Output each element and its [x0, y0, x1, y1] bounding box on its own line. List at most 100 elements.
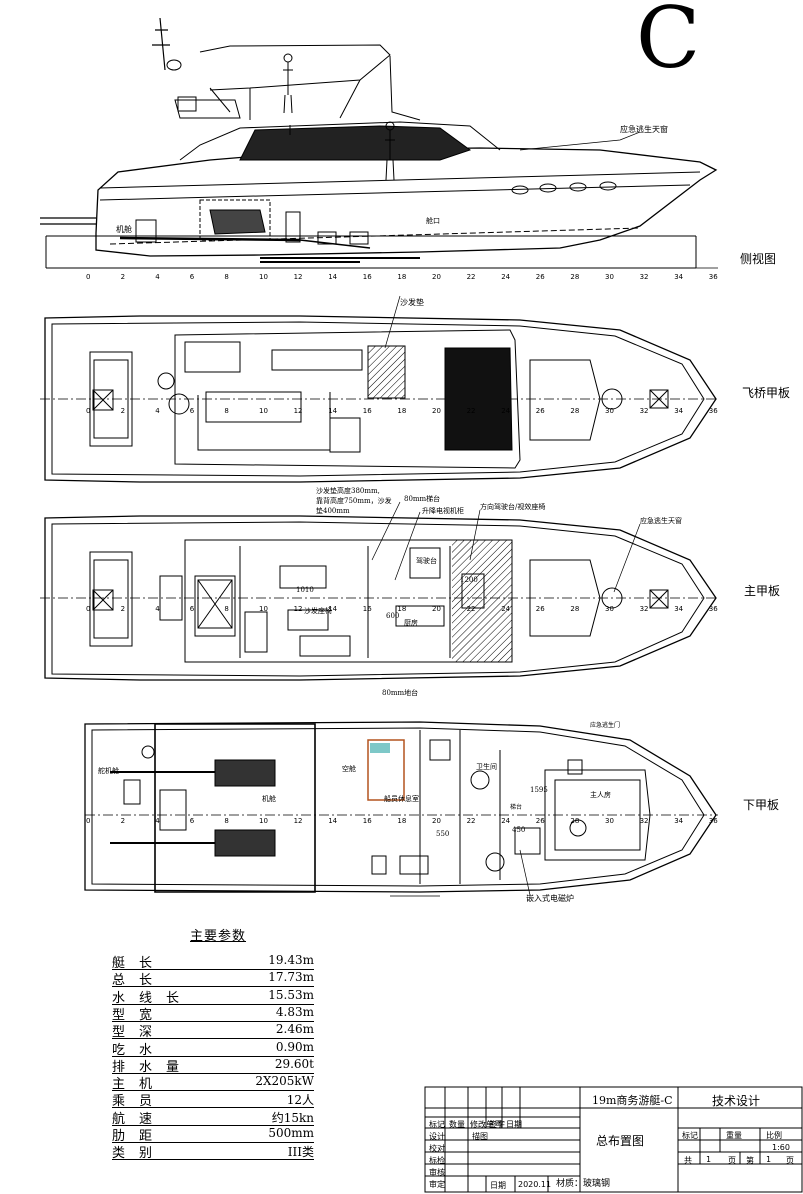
station-number: 2 [120, 605, 126, 613]
param-row: 航速约15kn [112, 1108, 314, 1127]
station-number: 10 [259, 605, 268, 613]
dim-lower-550: 550 [436, 830, 450, 838]
note-main-helm: 方向驾驶台/视效座椅 [480, 503, 546, 511]
param-value: 19.43m [268, 953, 314, 967]
station-number: 16 [362, 817, 372, 825]
tb-page-no: 1 [766, 1155, 772, 1164]
params-title: 主要参数 [190, 929, 247, 944]
station-number: 8 [224, 817, 229, 825]
station-number: 12 [293, 605, 303, 613]
tb-total-label: 共 [684, 1156, 692, 1165]
view-label-flybridge: 飞桥甲板 [742, 386, 791, 400]
dim-main-1010: 1010 [296, 586, 314, 594]
note-main-lift-tv: 升降电视机柜 [422, 507, 464, 515]
tb-revision-header: 数量 [449, 1120, 465, 1129]
station-number: 34 [674, 407, 684, 415]
station-number: 10 [259, 273, 268, 281]
station-number: 8 [224, 407, 229, 415]
tb-stage: 技术设计 [712, 1094, 761, 1108]
station-number: 32 [639, 407, 649, 415]
note-lower-steering: 舵机舱 [98, 767, 119, 775]
station-number: 34 [674, 817, 684, 825]
station-number: 22 [466, 817, 476, 825]
station-number: 0 [86, 273, 91, 281]
dim-lower-1595: 1595 [530, 786, 548, 794]
station-number: 20 [432, 407, 441, 415]
station-number: 26 [535, 817, 545, 825]
station-scales [40, 267, 718, 816]
tb-mark-label: 标记 [682, 1131, 698, 1140]
tb-project: 19m商务游艇-C [592, 1094, 673, 1107]
note-main-sofa-1: 沙发垫高度380mm, [316, 487, 380, 495]
station-number: 24 [501, 407, 511, 415]
note-lower-master: 主人房 [590, 791, 611, 799]
param-row: 肋距 500mm [112, 1125, 314, 1144]
station-number: 12 [293, 817, 303, 825]
tb-revision-header: 签字 [489, 1120, 505, 1129]
dim-lower-450: 450 [512, 826, 526, 834]
note-main-sofa-2: 靠背高度750mm，沙发 [316, 497, 392, 505]
tb-drawn-by-label: 描图 [472, 1132, 488, 1141]
station-number: 28 [570, 605, 580, 613]
tb-page-suffix: 页 [786, 1156, 794, 1165]
station-number: 22 [466, 407, 476, 415]
tb-role: 校对 [429, 1144, 445, 1153]
station-number: 30 [605, 605, 614, 613]
station-number: 8 [224, 605, 229, 613]
tb-total-sheets: 1 [706, 1155, 712, 1164]
tb-material: 材质：玻璃钢 [556, 1179, 611, 1189]
param-value: 0.90m [275, 1039, 314, 1054]
station-number: 30 [605, 273, 614, 281]
station-number: 14 [328, 407, 338, 415]
tb-page-label: 第 [746, 1156, 754, 1165]
station-number: 34 [674, 605, 684, 613]
note-main-80-table: 80mm地台 [382, 689, 419, 697]
station-number: 18 [397, 273, 407, 281]
station-number: 12 [293, 273, 303, 281]
param-value: 4.83m [275, 1004, 314, 1019]
station-number: 2 [120, 273, 126, 281]
view-label-main-deck: 主甲板 [744, 584, 781, 598]
param-value: 500mm [268, 1126, 314, 1140]
tb-weight-label: 重量 [726, 1131, 742, 1140]
note-lower-bath: 卫生间 [476, 763, 497, 771]
tb-role: 标检 [429, 1156, 445, 1165]
param-value: 17.73m [268, 970, 314, 985]
station-number: 34 [674, 273, 684, 281]
note-side-engine: 机舱 [116, 225, 132, 234]
station-number: 4 [155, 817, 160, 825]
view-label-lower-deck: 下甲板 [743, 798, 780, 812]
station-number: 0 [86, 407, 91, 415]
param-value: 15.53m [268, 987, 314, 1002]
param-label: 肋距 [112, 1129, 167, 1144]
tb-role: 审定 [429, 1180, 445, 1189]
tb-scale-label: 比例 [766, 1131, 782, 1140]
note-main-pilot: 驾驶台 [416, 557, 437, 565]
station-number: 4 [155, 273, 160, 281]
param-value: 12人 [286, 1093, 314, 1108]
station-number: 28 [570, 817, 580, 825]
tb-role: 审核 [429, 1168, 445, 1177]
station-number: 36 [708, 273, 718, 281]
param-label: 乘员 [112, 1094, 167, 1110]
station-number: 14 [328, 273, 338, 281]
sheet-letter: C [636, 0, 701, 87]
note-lower-escape: 应急逃生门 [590, 722, 621, 729]
station-number: 24 [501, 817, 511, 825]
station-number: 20 [432, 605, 441, 613]
note-side-cabin: 舱口 [426, 217, 440, 225]
tb-scale: 1:60 [772, 1143, 790, 1152]
station-number: 4 [155, 407, 160, 415]
tb-drawing-name: 总布置图 [596, 1134, 645, 1148]
param-value: 2X205kW [255, 1074, 314, 1089]
station-number: 32 [639, 605, 649, 613]
note-lower-engine-room: 机舱 [262, 795, 276, 803]
note-lower-stair: 梯台 [510, 804, 523, 811]
station-number: 36 [708, 407, 718, 415]
tb-role: 设计 [429, 1132, 445, 1141]
note-lower-induction: 嵌入式电磁炉 [526, 894, 574, 903]
